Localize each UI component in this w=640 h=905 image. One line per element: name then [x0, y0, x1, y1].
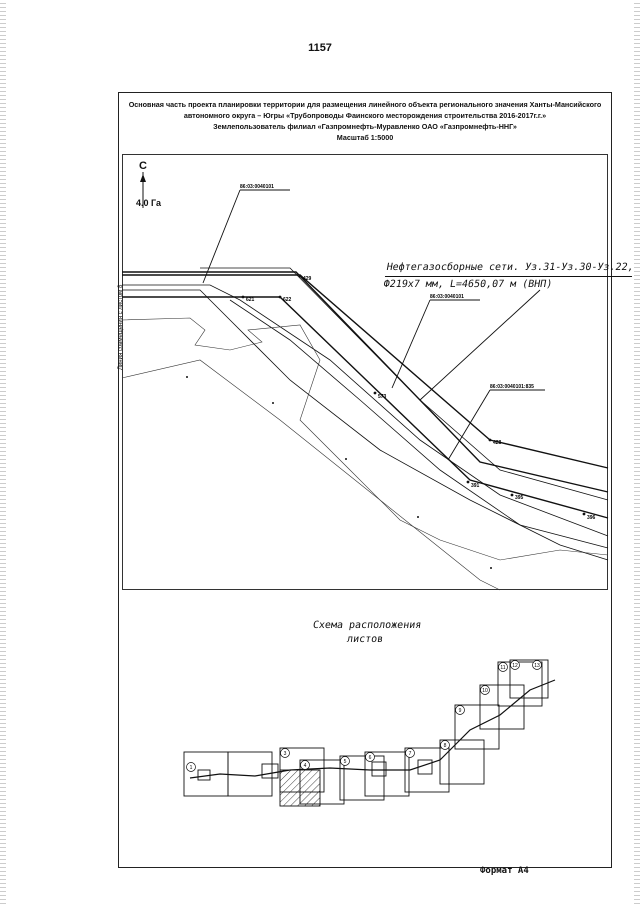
right-scan-edge	[634, 0, 640, 905]
sheet-number: 11	[500, 665, 505, 671]
title-line-1: Основная часть проекта планировки террит…	[128, 100, 602, 109]
point-label: 573	[378, 394, 387, 400]
title-line-3: Землепользователь филиал «Газпромнефть-М…	[213, 122, 517, 131]
band-lines	[122, 267, 609, 561]
sheet-number: 13	[534, 663, 540, 669]
sheet-frame	[118, 92, 612, 868]
sheet-number: 4	[304, 763, 307, 769]
parcel-label: 86:03:0040101	[430, 294, 464, 300]
point-label: 622	[283, 297, 292, 303]
scheme-title: Схема расположения листов	[294, 619, 438, 647]
point-label: 395	[515, 495, 524, 501]
format-label: Формат А4	[480, 866, 529, 876]
sheet-number: 8	[444, 743, 447, 749]
pipeline-spec: Ф219х7 мм, L=4650,07 м (ВНП)	[382, 279, 554, 290]
page-number: 1157	[308, 42, 332, 54]
map-panel	[122, 154, 608, 590]
leader-lines	[202, 189, 545, 461]
point-labels: 429 621 622 573 428 391 395 396	[246, 276, 596, 521]
sheet-number: 9	[459, 708, 462, 714]
sheet-number-markers	[186, 660, 542, 772]
terrain-contour	[121, 317, 609, 591]
parcel-labels: 86:03:0040101 86:03:0040101 86:03:004010…	[240, 184, 534, 390]
sheet-number: 1	[190, 765, 193, 771]
point-label: 429	[303, 276, 312, 282]
allotment-boundaries	[122, 271, 609, 519]
scheme-title-line-2: листов	[346, 634, 384, 645]
title-line-2: автономного округа – Югры «Трубопроводы …	[183, 111, 547, 120]
point-label: 396	[587, 515, 596, 521]
sheet-number: 5	[344, 759, 347, 765]
sheet-number: 10	[482, 688, 488, 694]
sheet-number: 6	[369, 755, 372, 761]
point-label: 621	[246, 297, 255, 303]
north-arrow-icon	[140, 172, 146, 208]
sheet-number: 3	[284, 751, 287, 757]
sheet-number: 7	[409, 751, 412, 757]
parcel-label: 86:03:0040101	[240, 184, 274, 190]
pipeline-name: Нефтегазосборные сети. Уз.31-Уз.30-Уз.22…	[384, 260, 635, 277]
area-label: 4.0 Га	[136, 198, 162, 208]
point-label: 428	[493, 440, 502, 446]
north-label: С	[139, 160, 147, 172]
parcel-label: 86:03:0040101:835	[490, 384, 534, 390]
scheme-title-line-1: Схема расположения	[312, 620, 423, 631]
match-line-label: Линия совмещения с листом 8	[118, 284, 124, 370]
survey-points	[186, 274, 586, 569]
left-scan-edge	[0, 0, 6, 905]
sheet-scheme	[183, 659, 556, 807]
point-label: 391	[471, 483, 480, 489]
sheet-number-labels: 1 3 4 5 6 7 8 9 10 11 12 13	[190, 663, 540, 771]
sheet-number: 12	[512, 663, 518, 669]
sheet-title-block: Основная часть проекта планировки террит…	[118, 99, 612, 143]
scale-label: Масштаб 1:5000	[336, 133, 394, 142]
pipeline-label: Нефтегазосборные сети. Уз.31-Уз.30-Уз.22…	[382, 260, 635, 293]
